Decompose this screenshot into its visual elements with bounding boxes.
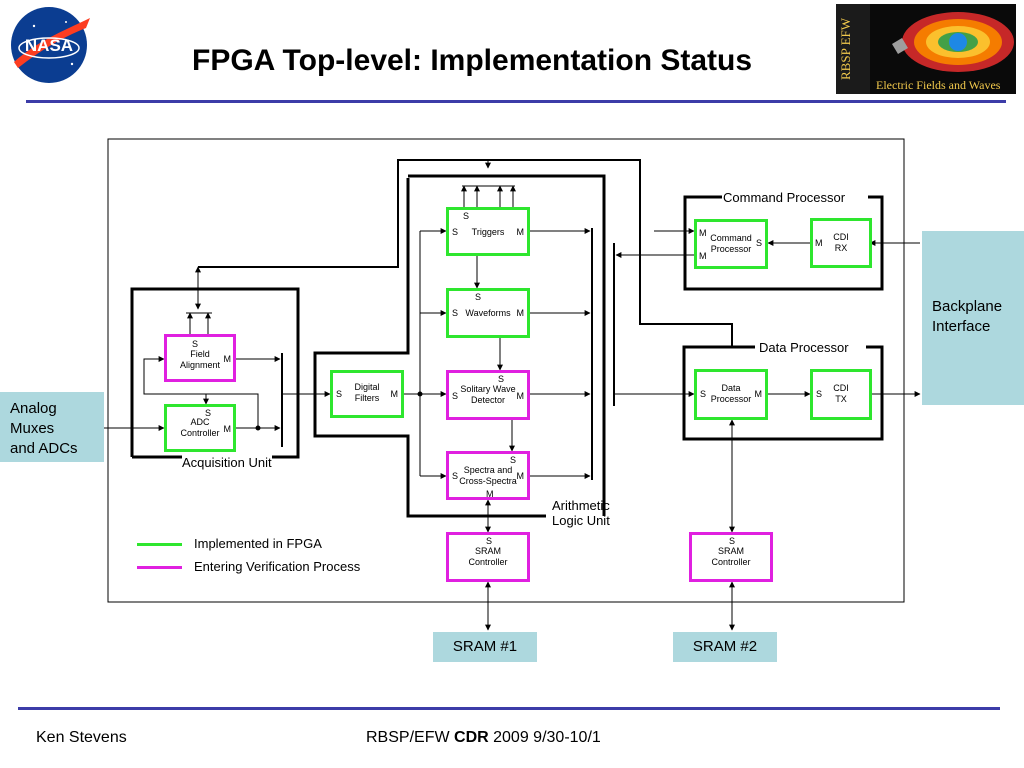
sram-controller-1-block: S SRAM Controller [446, 532, 530, 582]
page-title: FPGA Top-level: Implementation Status [192, 44, 753, 77]
field-alignment-block: S M Field Alignment [164, 334, 236, 382]
sram-2-box: SRAM #2 [673, 632, 777, 662]
legend-verification-swatch [137, 566, 182, 569]
footer-event: RBSP/EFW CDR 2009 9/30-10/1 [366, 729, 601, 746]
data-processor-group-label: Data Processor [758, 340, 850, 355]
adc-controller-block: S M ADC Controller [164, 404, 236, 452]
sram-1-label: SRAM #1 [452, 638, 518, 655]
command-processor-block: M M S Command Processor [694, 219, 768, 269]
command-processor-group-label: Command Processor [722, 190, 847, 205]
digital-filters-block: S M Digital Filters [330, 370, 404, 418]
legend-implemented-label: Implemented in FPGA [194, 536, 322, 551]
svg-text:NASA: NASA [25, 36, 73, 55]
legend-verification-label: Entering Verification Process [194, 559, 361, 574]
backplane-interface-label: Backplane Interface [932, 298, 1003, 335]
alu-label: Arithmetic Logic Unit [552, 498, 610, 528]
triggers-block: S S M Triggers [446, 207, 530, 256]
sram-controller-2-block: S SRAM Controller [689, 532, 773, 582]
analog-muxes-box: Analog Muxes and ADCs [0, 392, 104, 462]
cdi-tx-block: S CDI TX [810, 369, 872, 420]
spectra-cross-spectra-block: S S M M Spectra and Cross-Spectra [446, 451, 530, 500]
footer-rule [18, 707, 1000, 710]
sram-2-label: SRAM #2 [692, 638, 758, 655]
header-rule [26, 100, 1006, 103]
footer-author: Ken Stevens [36, 729, 127, 746]
sram-1-box: SRAM #1 [433, 632, 537, 662]
legend-implemented-swatch [137, 543, 182, 546]
analog-muxes-label: Analog Muxes and ADCs [10, 400, 78, 457]
data-processor-block: S M Data Processor [694, 369, 768, 420]
nasa-logo: NASA [6, 4, 92, 86]
cdi-rx-block: M CDI RX [810, 218, 872, 268]
backplane-interface-box: Backplane Interface [922, 231, 1024, 405]
solitary-wave-detector-block: S S M Solitary Wave Detector [446, 370, 530, 420]
rbsp-efw-logo: RBSP EFW Electric Fields and Waves [836, 4, 1016, 94]
acquisition-unit-label: Acquisition Unit [182, 455, 272, 470]
waveforms-block: S S M Waveforms [446, 288, 530, 338]
